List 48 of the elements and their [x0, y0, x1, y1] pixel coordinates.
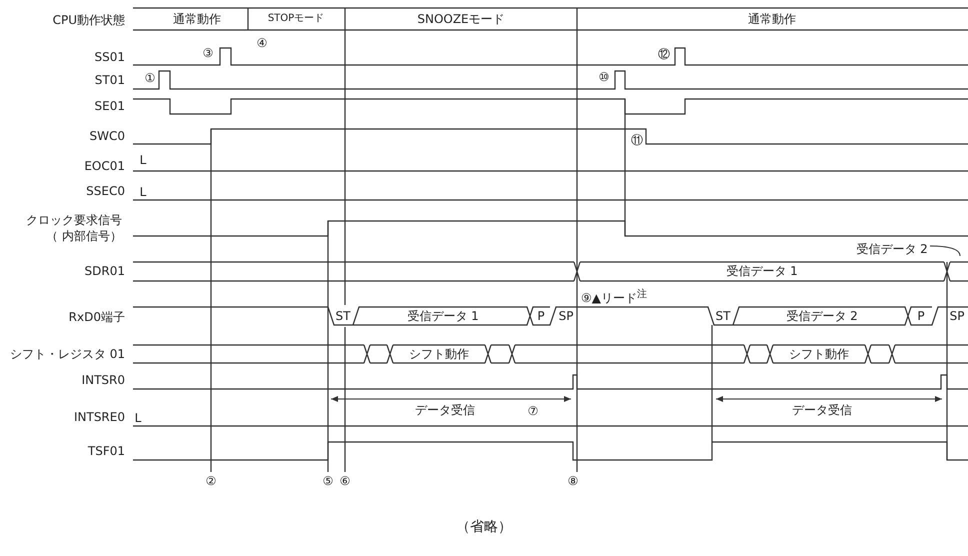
callout-number: ③ — [202, 46, 214, 60]
state-label: 通常動作 — [748, 12, 796, 26]
signal-name: EOC01 — [84, 159, 125, 173]
state-row-title: CPU動作状態 — [52, 13, 125, 27]
bus-value: シフト動作 — [789, 347, 849, 361]
bus-value: シフト動作 — [409, 347, 469, 361]
signal-name: シフト・レジスタ 01 — [10, 347, 125, 361]
callout-number: ① — [144, 71, 156, 85]
bus-value: 受信データ 2 — [856, 242, 928, 256]
bus-value: SP — [558, 309, 574, 323]
bus-value: SP — [950, 309, 964, 323]
signal-name: クロック要求信号（ 内部信号） — [25, 212, 122, 244]
bus-value: 受信データ 2 — [786, 309, 858, 323]
bus-value: ST — [716, 309, 730, 323]
state-label: 通常動作 — [173, 12, 221, 26]
state-label: SNOOZEモード — [417, 12, 505, 26]
signal-name: ST01 — [94, 73, 125, 87]
signal-name: RxD0端子 — [68, 310, 125, 324]
bus-value: 受信データ 1 — [726, 264, 798, 278]
signal-name: SDR01 — [84, 264, 125, 278]
signal-name: SE01 — [94, 99, 125, 113]
level-label: L — [140, 185, 146, 199]
read-note: ⑨▲リード$^{注}$ — [581, 288, 647, 305]
callout-number: ⑪ — [631, 133, 643, 147]
bus-value: P — [537, 309, 545, 323]
callout-number: ⑫ — [658, 47, 670, 61]
dimension-label: データ受信 — [792, 403, 852, 417]
bus-value: P — [917, 309, 925, 323]
callout-number: ④ — [256, 36, 268, 50]
callout-number: ⑩ — [598, 70, 610, 84]
level-label: L — [140, 153, 146, 167]
callout-number: ⑥ — [340, 474, 350, 488]
callout-number: ② — [206, 474, 216, 488]
signal-name: INTSR0 — [82, 373, 125, 387]
signal-name: SWC0 — [90, 129, 125, 143]
callout-number: ⑦ — [528, 404, 538, 418]
state-label: STOPモード — [268, 12, 324, 26]
bus-value: ST — [336, 309, 350, 323]
signal-name: INTSRE0 — [74, 410, 125, 424]
caption: （省略） — [456, 520, 512, 534]
callout-number: ⑧ — [568, 474, 578, 488]
dimension-label: データ受信 — [415, 403, 475, 417]
signal-name: SS01 — [94, 50, 125, 64]
level-label: L — [134, 411, 142, 425]
callout-number: ⑤ — [322, 474, 334, 488]
signal-name: SSEC0 — [86, 184, 125, 198]
signal-name: TSF01 — [88, 444, 125, 458]
bus-value: 受信データ 1 — [407, 309, 479, 323]
